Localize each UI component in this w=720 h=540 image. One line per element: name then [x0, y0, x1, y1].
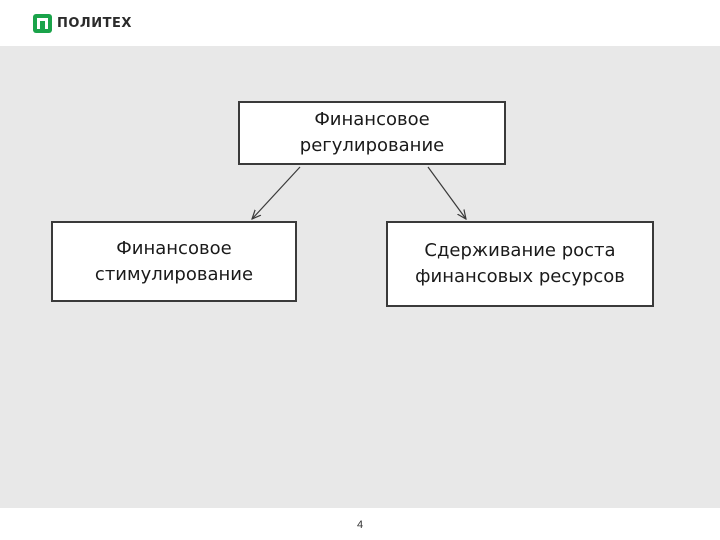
box-left-line2: стимулирование — [94, 263, 254, 285]
box-restraint-of-growth: Сдерживание роста финансовых ресурсов — [386, 221, 654, 307]
slide-footer — [0, 508, 720, 540]
politeh-logo-icon — [33, 13, 52, 33]
box-top-line1: Финансовое — [314, 109, 430, 130]
logo-text: ПОЛИТЕХ — [57, 15, 132, 31]
box-financial-stimulation: Финансовое стимулирование — [51, 221, 297, 302]
box-right-line1: Сдерживание роста — [424, 240, 616, 261]
page-number: 4 — [356, 519, 364, 531]
arrow-to-left-box — [252, 166, 301, 219]
box-top-line2: регулирование — [299, 135, 445, 156]
logo: ПОЛИТЕХ — [33, 12, 132, 34]
box-left-line1: Финансовое — [116, 237, 232, 259]
slide-header: ПОЛИТЕХ — [0, 0, 720, 46]
box-financial-regulation: Финансовое регулирование — [238, 101, 506, 165]
arrow-to-right-box — [427, 166, 466, 219]
box-right-line2: финансовых ресурсов — [415, 266, 625, 287]
